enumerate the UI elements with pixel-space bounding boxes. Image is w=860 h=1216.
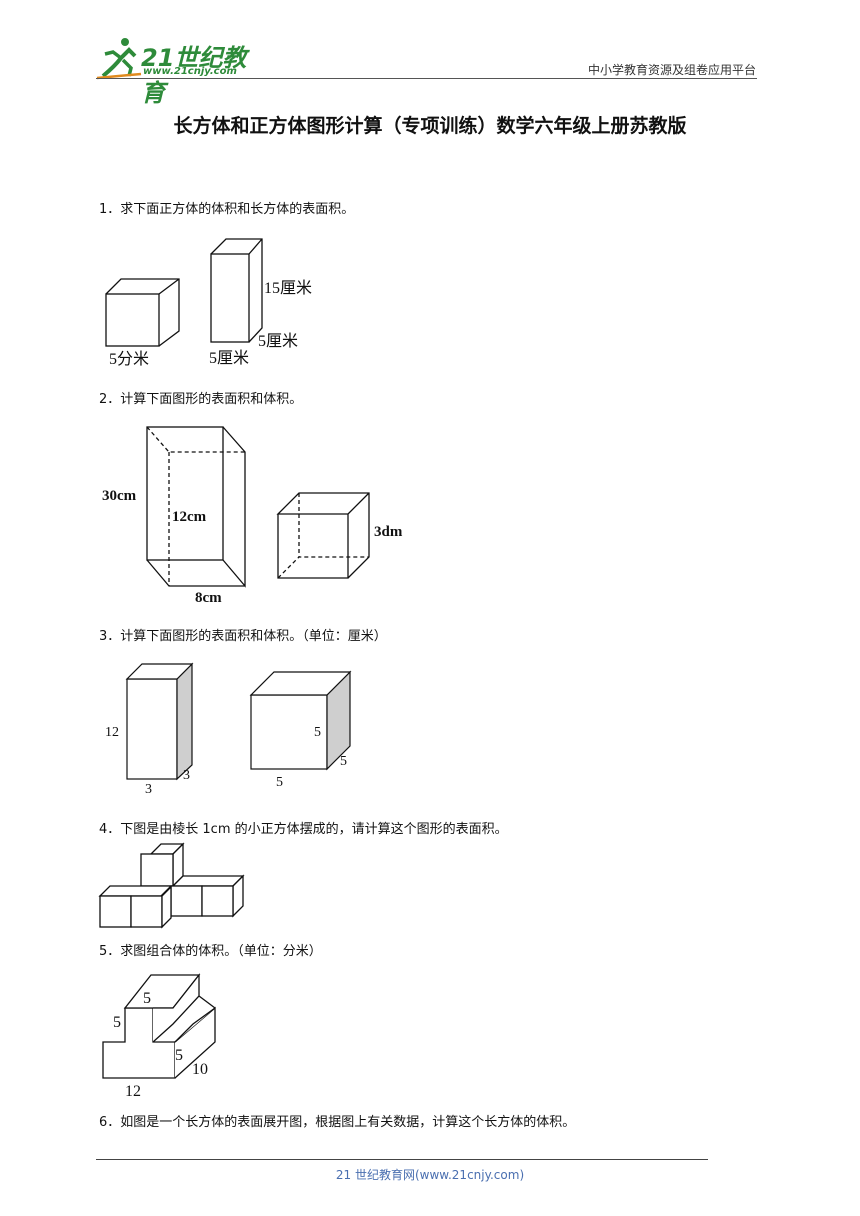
q1-prism-height-label: 15厘米: [264, 279, 312, 297]
q2-cube: [276, 492, 370, 579]
q2-prism-height-label: 30cm: [102, 488, 137, 504]
q1-cube: [105, 278, 180, 347]
q1-figure: 5分米 15厘米 5厘米 5厘米: [105, 238, 312, 368]
q5-mid-height-label: 5: [175, 1047, 183, 1064]
q2-figure: 30cm 12cm 8cm 3dm: [102, 426, 403, 606]
q2-prism-width-label: 8cm: [195, 590, 222, 606]
q1-prism-depth-label: 5厘米: [258, 332, 298, 350]
question-6: 6．如图是一个长方体的表面展开图，根据图上有关数据，计算这个长方体的体积。: [99, 1115, 576, 1130]
question-5: 5．求图组合体的体积。（单位：分米）: [99, 944, 322, 959]
runner-logo-icon: [96, 38, 142, 80]
logo: 21世纪教育 www.21cnjy.com: [95, 36, 260, 107]
q5-base-width-label: 12: [125, 1083, 141, 1100]
q4-cube-stack: [98, 842, 245, 929]
q2-prism-depth-label: 12cm: [172, 509, 207, 525]
q3-prism: [125, 662, 194, 781]
logo-text: 21世纪教育: [141, 44, 247, 107]
q2-prism: [146, 426, 246, 588]
header-divider: [96, 78, 757, 79]
q5-depth-label: 10: [192, 1061, 208, 1078]
q5-top-width-label: 5: [143, 990, 151, 1007]
q3-cube: [249, 670, 352, 771]
q1-cube-edge-label: 5分米: [109, 350, 149, 368]
q4-figure: [98, 842, 245, 929]
q2-cube-edge-label: 3dm: [374, 524, 403, 540]
question-3: 3．计算下面图形的表面积和体积。（单位：厘米）: [99, 629, 387, 644]
q3-prism-depth-label: 3: [183, 768, 190, 783]
q3-figure: 12 3 3 5 5 5: [105, 662, 352, 797]
footer-divider: [96, 1159, 708, 1160]
q3-prism-height-label: 12: [105, 725, 119, 740]
q5-figure: 5 5 5 10 12: [102, 973, 216, 1100]
q1-prism-width-label: 5厘米: [209, 349, 249, 367]
footer-text: 21 世纪教育网(www.21cnjy.com): [335, 1168, 525, 1182]
question-1: 1．求下面正方体的体积和长方体的表面积。: [99, 202, 355, 217]
q5-composite-solid: [102, 973, 216, 1079]
question-4: 4．下图是由棱长 1cm 的小正方体摆成的，请计算这个图形的表面积。: [99, 822, 508, 837]
q3-cube-height-label: 5: [314, 725, 321, 740]
logo-url: www.21cnjy.com: [143, 66, 237, 77]
q3-cube-depth-label: 5: [340, 754, 347, 769]
q3-cube-width-label: 5: [276, 775, 283, 790]
q3-prism-width-label: 3: [145, 782, 152, 797]
question-2: 2．计算下面图形的表面积和体积。: [99, 392, 303, 407]
q5-top-height-label: 5: [113, 1014, 121, 1031]
page-title: 长方体和正方体图形计算（专项训练）数学六年级上册苏教版: [173, 115, 687, 137]
q1-prism: [210, 238, 263, 343]
header-tagline: 中小学教育资源及组卷应用平台: [587, 63, 756, 77]
